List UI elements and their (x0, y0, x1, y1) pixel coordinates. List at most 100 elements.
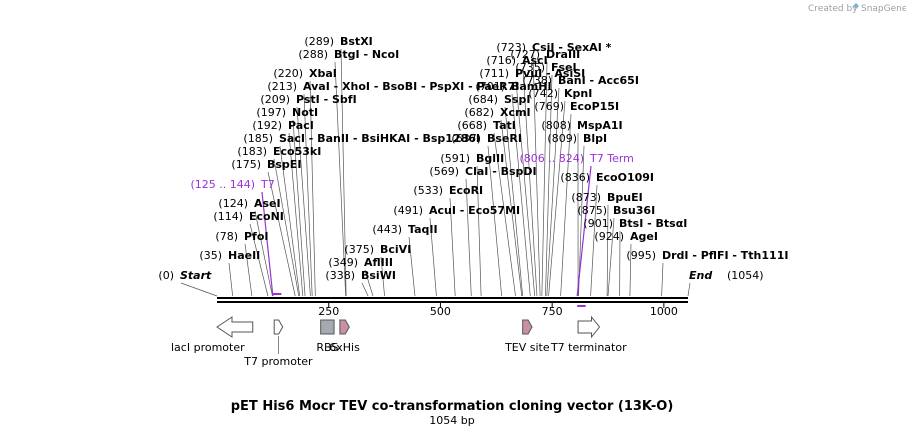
feature-t7-terminator[interactable]: T7 terminator (550, 315, 627, 354)
site-leader-econi (249, 223, 269, 297)
promoter-arrow-icon (273, 319, 284, 335)
site-leader-bcivi (380, 256, 385, 297)
map-length: 1054 bp (429, 414, 474, 427)
site-position: (192) (252, 119, 282, 132)
site-sspi[interactable]: (684)SspI (468, 93, 530, 106)
site-position: (738) (522, 74, 552, 87)
site-name: TaqII (408, 223, 438, 236)
site-clai-bspdi[interactable]: (569)ClaI - BspDI (429, 165, 536, 178)
site-position: (727) (510, 48, 540, 61)
site-psti-sbfi[interactable]: (209)PstI - SbfI (260, 93, 356, 106)
site-tati[interactable]: (668)TatI (457, 119, 515, 132)
site-acui-eco57mi[interactable]: (491)AcuI - Eco57MI (393, 204, 520, 217)
site-saci-banii-bsihkai-bsp1286i[interactable]: (185)SacI - BanII - BsiHKAI - Bsp1286I (243, 132, 480, 145)
site-bseri[interactable]: (637)BseRI (451, 132, 522, 145)
feature-label: T7 promoter (243, 355, 313, 368)
site-ecori[interactable]: (533)EcoRI (413, 184, 483, 197)
site-btgi-ncoi[interactable]: (288)BtgI - NcoI (298, 48, 399, 61)
site-bamhi[interactable]: (701)BamHI (475, 80, 551, 93)
site-position: (836) (560, 171, 590, 184)
site-name: KpnI (564, 87, 592, 100)
site-avai-xhoi-bsobi-pspxi-paer7i[interactable]: (213)AvaI - XhoI - BsoBI - PspXI - PaeR7… (267, 80, 519, 93)
site-name: AscI (522, 54, 548, 67)
site-position: (742) (528, 87, 558, 100)
site-position: (875) (577, 204, 607, 217)
credit: Created by SnapGene (808, 3, 906, 14)
site-csii-sexai[interactable]: (723)CsiI - SexAI * (496, 41, 611, 54)
site-leader-bseri (487, 145, 503, 297)
site-mspa1i[interactable]: (808)MspA1I (541, 119, 622, 132)
site-eco53ki[interactable]: (183)Eco53kI (237, 145, 321, 158)
site-ecop15i[interactable]: (769)EcoP15I (534, 100, 619, 113)
site-kpni[interactable]: (742) KpnI (528, 87, 592, 100)
site-position: (701) (475, 80, 505, 93)
site-leader-pfoi (244, 243, 253, 297)
site-bsiwi[interactable]: (338)BsiWI (325, 269, 396, 282)
site-leader-drdi-pflfi-tth111i (661, 262, 664, 297)
site-taqii[interactable]: (443)TaqII (372, 223, 437, 236)
site-position: (682) (464, 106, 494, 119)
site-agei[interactable]: (924)AgeI (594, 230, 658, 243)
site-xbai[interactable]: (220)XbaI (273, 67, 336, 80)
site-leader-start (180, 282, 218, 297)
site-fsei[interactable]: (735)FseI (515, 61, 576, 74)
site-position: (735) (515, 61, 545, 74)
site-position: (1054) (727, 269, 764, 282)
feature-t7-promoter[interactable]: T7 promoter (243, 319, 313, 368)
site-position: (591) (440, 152, 470, 165)
site-end[interactable]: End (1054) (689, 269, 764, 282)
site-position: (289) (304, 35, 334, 48)
site-bani-acc65i[interactable]: (738)BanI - Acc65I (522, 74, 639, 87)
site-afliii[interactable]: (349)AflIII (328, 256, 393, 269)
credit-prefix: Created by (808, 4, 858, 14)
site-name: End (689, 269, 712, 282)
site-bspei[interactable]: (175)BspEI (231, 158, 301, 171)
site-econi[interactable]: (114)EcoNI (213, 210, 283, 223)
site-position: (213) (267, 80, 297, 93)
site-pfoi[interactable]: (78)PfoI (215, 230, 268, 243)
site-xcmi[interactable]: (682)XcmI (464, 106, 530, 119)
site-bstxi[interactable]: (289)BstXI (304, 35, 372, 48)
site-bglii[interactable]: (591)BglII (440, 152, 504, 165)
site-leader-csii-sexai (532, 54, 541, 297)
site-position: (220) (273, 67, 303, 80)
site-btsi-bts-i[interactable]: (901)BtsI - BtsαI (583, 217, 687, 230)
site-asci[interactable]: (716)AscI (486, 54, 547, 67)
site-position: (533) (413, 184, 443, 197)
site-position: (684) (468, 93, 498, 106)
feature-label: RBS (316, 341, 338, 354)
site-noti[interactable]: (197)NotI (256, 106, 318, 119)
site-name: TatI (493, 119, 516, 132)
site-haeii[interactable]: (35) HaeII (199, 249, 260, 262)
feature-tev-site[interactable]: TEV site (504, 319, 550, 354)
site-leader-saci-banii-bsihkai-bsp1286i (279, 145, 301, 297)
site-start[interactable]: (0)Start (158, 269, 212, 282)
site-t7-term[interactable]: (806 .. 824)T7 Term (519, 152, 633, 165)
site-bsu36i[interactable]: (875)Bsu36I (577, 204, 655, 217)
site-leader-bglii (476, 165, 482, 297)
site-name: HaeII (228, 249, 260, 262)
site-blpi[interactable]: (809)BlpI (547, 132, 607, 145)
site-leader-bspei (267, 171, 296, 297)
site-asei[interactable]: (124)AseI (218, 197, 280, 210)
feature-rbs[interactable]: RBS (316, 319, 338, 354)
site-paci[interactable]: (192)PacI (252, 119, 313, 132)
feature-6xhis[interactable]: 6xHis (329, 319, 360, 354)
site-name: DrdI - PflFI - Tth111I (662, 249, 788, 262)
site-name: BlpI (583, 132, 607, 145)
site-ecoo109i[interactable]: (836)EcoO109I (560, 171, 654, 184)
site-position: (288) (298, 48, 328, 61)
feature-label: TEV site (504, 341, 550, 354)
site-pvui-asisi[interactable]: (711)PvuI - AsiSI (479, 67, 585, 80)
site-bpuei[interactable]: (873)BpuEI (571, 191, 642, 204)
site-position: (124) (218, 197, 248, 210)
site-bcivi[interactable]: (375)BciVI (344, 243, 411, 256)
site-position: (35) (199, 249, 222, 262)
site-draiii[interactable]: (727)DraIII (510, 48, 580, 61)
feature-laci-promoter[interactable]: lacI promoter (171, 316, 254, 354)
site-t7[interactable]: (125 .. 144)T7 (190, 178, 274, 191)
site-drdi-pflfi-tth111i[interactable]: (995)DrdI - PflFI - Tth111I (626, 249, 788, 262)
